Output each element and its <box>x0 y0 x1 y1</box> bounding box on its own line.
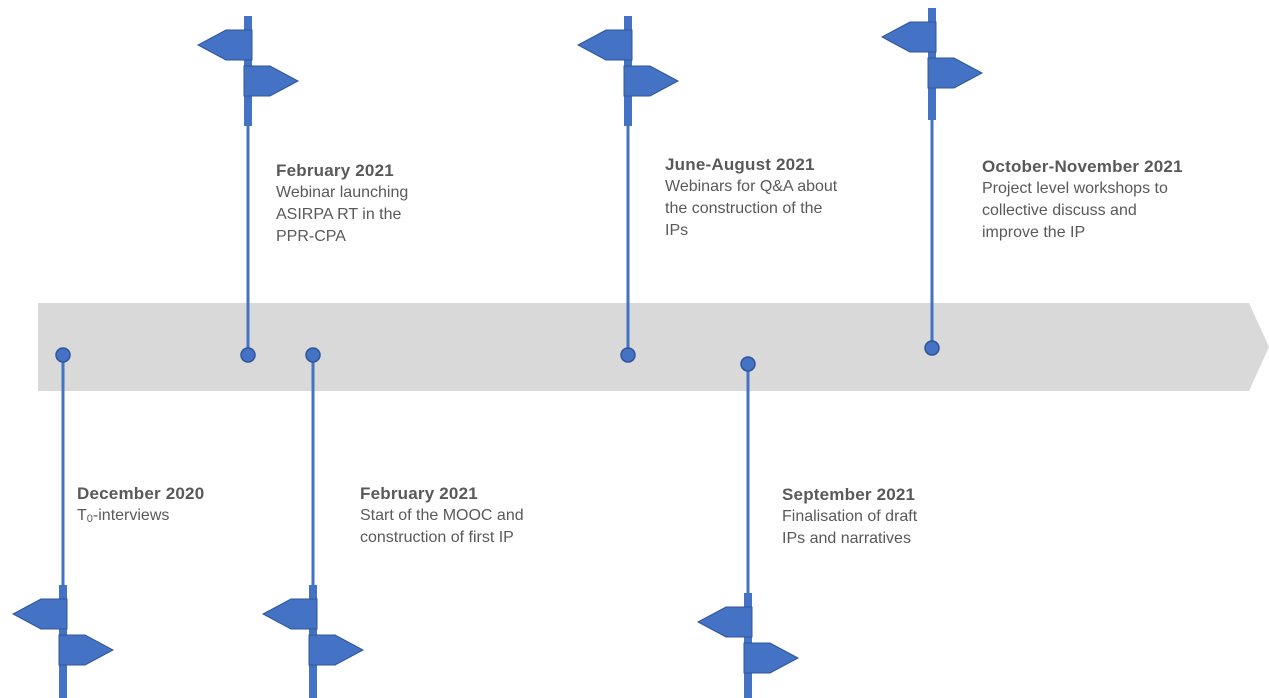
event-date: February 2021 <box>360 484 478 503</box>
timeline-dot <box>240 347 256 363</box>
timeline-arrow <box>38 303 1269 391</box>
signpost-right-sign <box>243 65 300 97</box>
signpost-left-sign <box>696 606 753 638</box>
event-description: Start of the MOOC and construction of fi… <box>360 507 524 546</box>
signpost-marker <box>576 16 680 363</box>
event-description: Finalisation of draft IPs and narratives <box>782 508 918 547</box>
event-jun-aug-2021: June-August 2021 Webinars for Q&A about … <box>665 154 965 242</box>
signpost-right-sign <box>927 57 984 89</box>
markers-layer <box>11 8 984 698</box>
timeline-dot <box>305 347 321 363</box>
signpost-right-sign <box>58 634 115 666</box>
event-description: Project level workshops to collective di… <box>982 180 1168 241</box>
signpost-marker <box>261 347 365 698</box>
event-date: June-August 2021 <box>665 155 815 174</box>
signpost-left-sign <box>261 598 318 630</box>
event-sep-2021: September 2021 Finalisation of draft IPs… <box>782 484 1082 550</box>
signpost-left-sign <box>11 598 68 630</box>
timeline-dot <box>740 356 756 372</box>
event-dec-2020: December 2020 T0-interviews <box>77 483 377 527</box>
timeline-dot <box>55 347 71 363</box>
signpost-marker <box>880 8 984 356</box>
event-description: T0-interviews <box>77 507 170 525</box>
event-feb-2021-mooc: February 2021 Start of the MOOC and cons… <box>360 483 660 549</box>
timeline-dot <box>924 340 940 356</box>
event-description: Webinar launching ASIRPA RT in the PPR-C… <box>276 184 409 245</box>
event-date: February 2021 <box>276 161 394 180</box>
event-feb-2021-webinar: February 2021 Webinar launching ASIRPA R… <box>276 160 576 248</box>
signpost-left-sign <box>880 21 937 53</box>
event-oct-nov-2021: October-November 2021 Project level work… <box>982 156 1269 244</box>
signpost-left-sign <box>576 29 633 61</box>
signpost-marker <box>196 16 300 363</box>
event-date: September 2021 <box>782 485 916 504</box>
signpost-left-sign <box>196 29 253 61</box>
timeline-dot <box>620 347 636 363</box>
signpost-marker <box>11 347 115 698</box>
signpost-marker <box>696 356 800 698</box>
event-description: Webinars for Q&A about the construction … <box>665 178 838 239</box>
signpost-right-sign <box>623 65 680 97</box>
event-date: October-November 2021 <box>982 157 1183 176</box>
signpost-right-sign <box>743 642 800 674</box>
event-date: December 2020 <box>77 484 205 503</box>
signpost-right-sign <box>308 634 365 666</box>
